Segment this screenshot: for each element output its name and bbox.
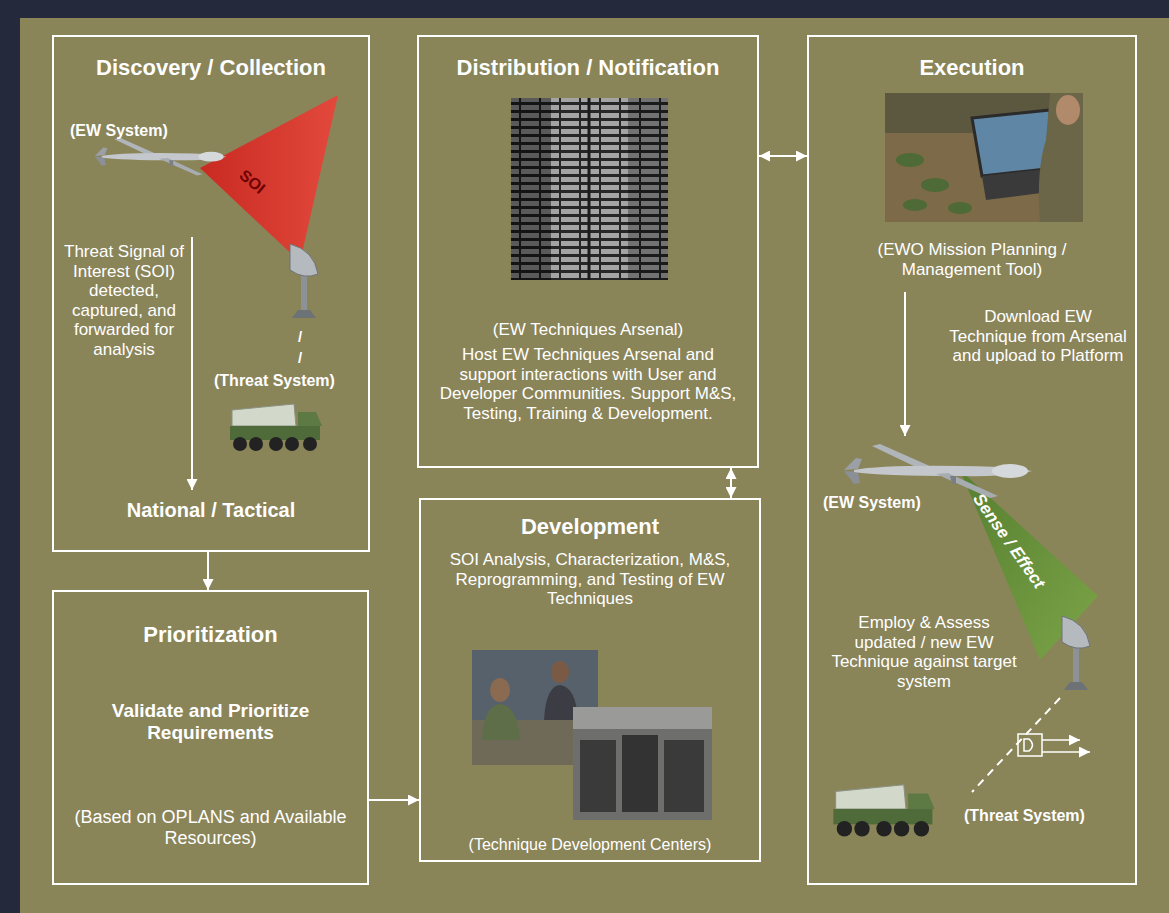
beam-label: Sense / Effect bbox=[970, 491, 1048, 592]
olive-ground bbox=[20, 18, 1169, 913]
signal-label: SOI bbox=[236, 167, 267, 197]
flow-connector bbox=[207, 552, 209, 590]
stage-box: Distribution / Notification (EW Technique… bbox=[417, 35, 759, 468]
box-heading: Development bbox=[421, 514, 759, 539]
drone-icon bbox=[95, 138, 227, 176]
flow-connector bbox=[730, 468, 732, 498]
box-text: Employ & Assess updated / new EW Techniq… bbox=[831, 613, 1017, 691]
equipment-rack bbox=[622, 735, 658, 812]
radar-icon bbox=[290, 244, 318, 318]
engineer-head bbox=[551, 661, 569, 683]
stage-box: Discovery / Collection (EW System) Threat … bbox=[52, 35, 370, 552]
rack-shade bbox=[628, 98, 668, 280]
model-tank bbox=[948, 202, 972, 214]
box-text: Host EW Techniques Arsenal and support i… bbox=[439, 345, 737, 423]
platform-caption: (Threat System) bbox=[964, 807, 1129, 825]
requirement-text: Validate and Prioritize Requirements bbox=[79, 700, 342, 744]
equipment-rack bbox=[664, 740, 704, 812]
platform-caption: (EW System) bbox=[70, 122, 210, 140]
model-tank bbox=[921, 178, 949, 192]
equipment-rack bbox=[580, 740, 616, 812]
soldier-head bbox=[1056, 95, 1080, 125]
stage-box: DevelopmentSOI Analysis, Characterizatio… bbox=[419, 498, 761, 862]
launcher-truck bbox=[230, 404, 322, 451]
engineer-body bbox=[482, 704, 520, 740]
mast-mark: / bbox=[298, 350, 302, 365]
image-caption: (EWO Mission Planning / Management Tool) bbox=[839, 240, 1105, 279]
stage-box: PrioritizationValidate and Prioritize Re… bbox=[52, 590, 369, 885]
jammer-symbol bbox=[1024, 739, 1033, 751]
planning-photo bbox=[885, 93, 1083, 222]
lab-photo bbox=[573, 707, 712, 820]
box-text: Download EW Technique from Arsenal and u… bbox=[949, 307, 1127, 366]
stage-box: Execution (EWO Mission Planning / Managem… bbox=[807, 35, 1137, 885]
jammer-symbol bbox=[1018, 734, 1042, 756]
platform-caption: (Threat System) bbox=[214, 372, 364, 390]
model-tank bbox=[896, 153, 924, 167]
soldier-figure bbox=[1039, 93, 1083, 222]
box-text: SOI Analysis, Characterization, M&S, Rep… bbox=[441, 550, 739, 609]
jammer-arrow bbox=[1042, 751, 1090, 753]
box-heading: Execution bbox=[809, 55, 1135, 80]
box-heading: Distribution / Notification bbox=[419, 55, 757, 80]
model-tank bbox=[903, 199, 927, 211]
platform-caption: (EW System) bbox=[823, 494, 953, 512]
target-link bbox=[972, 698, 1060, 792]
image-caption: (EW Techniques Arsenal) bbox=[419, 320, 757, 340]
launcher-truck bbox=[833, 785, 934, 837]
flow-connector bbox=[369, 799, 419, 801]
mast-mark: / bbox=[298, 329, 302, 344]
lab-ceiling bbox=[573, 707, 712, 729]
rack-divider bbox=[588, 98, 591, 280]
box-text: (Based on OPLANS and Available Resources… bbox=[69, 807, 352, 848]
signal-beam bbox=[200, 95, 338, 262]
flow-arrow bbox=[904, 292, 906, 436]
server-rack bbox=[511, 98, 668, 280]
flow-connector bbox=[759, 155, 807, 157]
jammer-arrow bbox=[1042, 739, 1080, 741]
box-heading: Prioritization bbox=[54, 622, 367, 647]
flow-arrow bbox=[191, 237, 193, 490]
rack-shade bbox=[511, 98, 551, 280]
engineer-body bbox=[544, 685, 578, 720]
box-heading: Discovery / Collection bbox=[54, 55, 368, 80]
engineer-head bbox=[490, 678, 510, 702]
radar-icon bbox=[1062, 616, 1090, 690]
image-caption: (Technique Development Centers) bbox=[421, 836, 759, 854]
drone-icon bbox=[844, 444, 1032, 498]
box-text: Threat Signal of Interest (SOI) detected… bbox=[64, 242, 184, 359]
output-text: National / Tactical bbox=[54, 499, 368, 522]
